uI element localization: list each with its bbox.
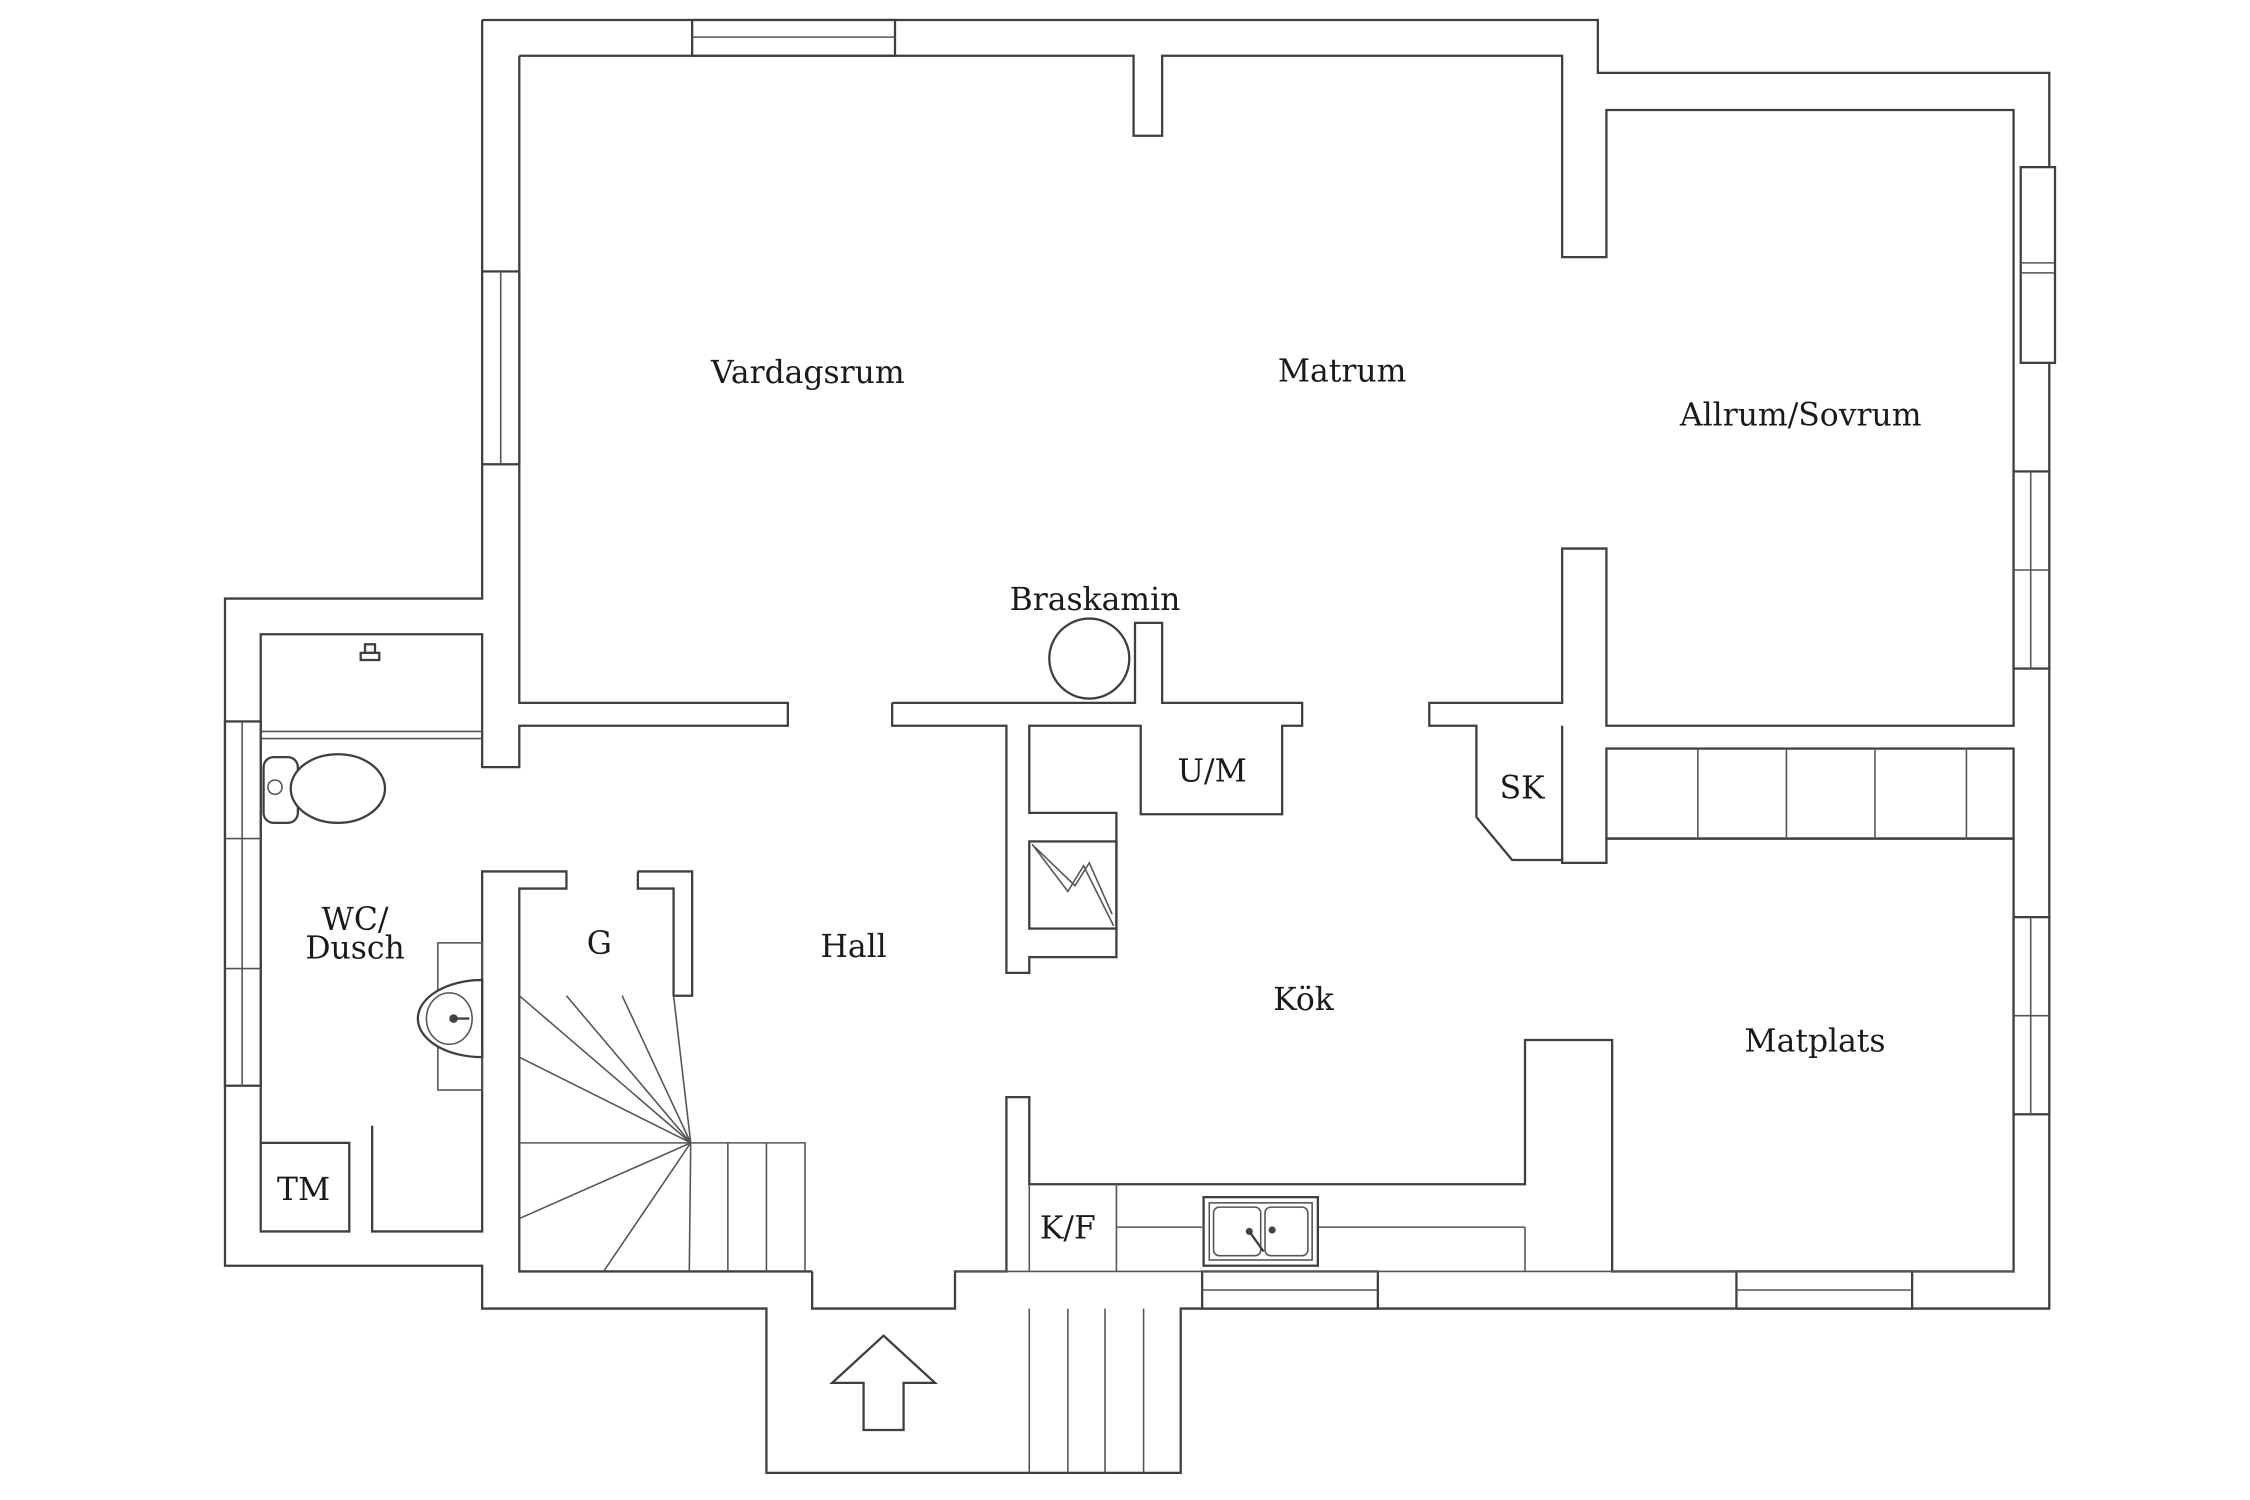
label-tm: TM bbox=[277, 1172, 330, 1208]
label-kok: Kök bbox=[1273, 982, 1335, 1018]
entrance-steps bbox=[1028, 1308, 1145, 1473]
windows bbox=[223, 18, 2057, 1310]
fireplace-icon bbox=[1048, 617, 1131, 700]
label-hall: Hall bbox=[820, 929, 886, 965]
toilet-icon bbox=[262, 753, 387, 824]
label-matplats: Matplats bbox=[1744, 1023, 1885, 1059]
chimney-icon bbox=[1028, 840, 1118, 930]
label-dusch: Dusch bbox=[305, 930, 404, 966]
outer-walls bbox=[223, 18, 2051, 1474]
interior-walls bbox=[260, 621, 2015, 974]
label-braskamin: Braskamin bbox=[1010, 582, 1181, 618]
label-g: G bbox=[587, 926, 612, 962]
room-labels: Vardagsrum Matrum Allrum/Sovrum Braskami… bbox=[277, 353, 1921, 1246]
label-um: U/M bbox=[1178, 753, 1247, 789]
washbasin-icon bbox=[416, 942, 484, 1091]
label-wc: WC/ bbox=[322, 902, 389, 938]
label-vardagsrum: Vardagsrum bbox=[710, 355, 905, 391]
label-matrum: Matrum bbox=[1278, 353, 1407, 389]
label-allrum-sovrum: Allrum/Sovrum bbox=[1679, 398, 1922, 434]
kitchen-counter bbox=[955, 1184, 2014, 1273]
label-kf: K/F bbox=[1040, 1211, 1096, 1247]
label-sk: SK bbox=[1500, 770, 1546, 806]
staircase bbox=[518, 995, 806, 1272]
kitchen-sink-icon bbox=[1202, 1196, 1319, 1267]
entrance-arrow-icon bbox=[829, 1334, 938, 1432]
shower-head-icon bbox=[359, 643, 381, 662]
